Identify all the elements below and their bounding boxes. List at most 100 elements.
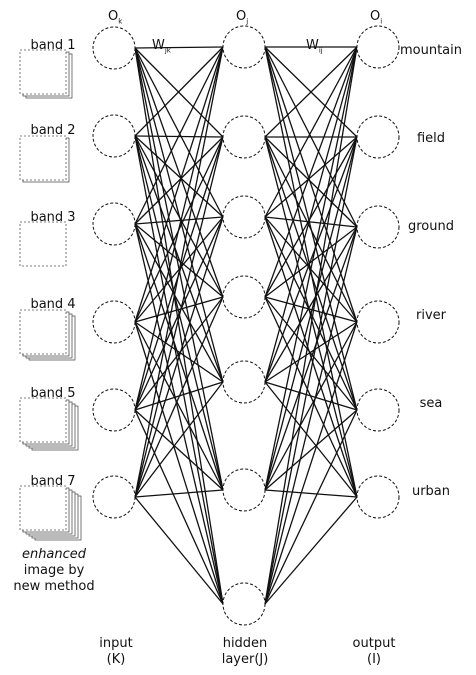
weight-in-text: W: [152, 38, 165, 53]
edge-input-hidden: [134, 135, 224, 218]
edge-input-hidden: [134, 321, 224, 605]
edge-hidden-output: [264, 496, 358, 605]
output-layer-label: output (I): [329, 636, 419, 668]
band-image-stack: [19, 49, 73, 99]
band-image-stack: [19, 485, 82, 541]
edge-input-hidden: [134, 46, 224, 137]
band-image-stack: [19, 221, 67, 267]
edge-hidden-output: [264, 321, 358, 491]
hidden-node: [222, 275, 266, 319]
band-label: band 4: [30, 297, 76, 312]
edge-input-hidden: [134, 216, 224, 411]
edge-hidden-output: [264, 226, 358, 298]
band-thumbnails: [19, 49, 82, 541]
edge-hidden-output: [264, 46, 358, 138]
edge-hidden-output: [264, 381, 358, 411]
output-symbol-text: O: [370, 9, 381, 24]
band-label: band 1: [30, 38, 76, 53]
edge-hidden-output: [264, 136, 358, 383]
band-label: band 2: [30, 123, 76, 138]
caption-line-3: new method: [13, 579, 95, 594]
edge-hidden-output: [264, 226, 358, 605]
edge-input-hidden: [134, 46, 224, 411]
band-image-frame: [19, 221, 67, 267]
input-node-symbol: Ok: [108, 9, 122, 30]
output-class-label: ground: [408, 219, 454, 234]
weight-in-subscript: jk: [164, 46, 171, 55]
output-layer-name: output: [352, 636, 396, 651]
edge-input-hidden: [134, 409, 224, 605]
band-image-frame: [19, 135, 67, 181]
edge-input-hidden: [134, 296, 224, 323]
band-image-stack: [19, 309, 76, 361]
edge-hidden-output: [264, 296, 358, 411]
input-node: [92, 300, 136, 344]
edge-input-hidden: [134, 136, 224, 225]
edge-hidden-output: [264, 381, 358, 498]
edge-hidden-output: [264, 46, 358, 605]
edge-hidden-output: [264, 226, 358, 491]
edge-input-hidden: [134, 223, 224, 605]
hidden-symbol-text: O: [236, 9, 247, 24]
output-node: [356, 388, 400, 432]
edge-input-hidden: [134, 216, 224, 498]
caption-line-1: enhanced: [21, 547, 87, 562]
output-class-label: sea: [419, 396, 443, 411]
output-node: [356, 475, 400, 519]
band-image-frame: [19, 309, 67, 355]
edge-input-hidden: [134, 136, 224, 498]
band-image-frame: [19, 397, 67, 443]
network-nodes: [92, 25, 400, 626]
input-symbol-text: O: [108, 9, 119, 24]
edge-input-hidden: [134, 47, 224, 218]
input-symbol-subscript: k: [118, 17, 123, 26]
output-node-symbol: Oi: [370, 9, 382, 30]
edge-hidden-output: [264, 296, 358, 323]
input-layer-name: input: [99, 636, 133, 651]
hidden-node: [222, 195, 266, 239]
output-class-label: mountain: [399, 43, 462, 58]
output-class-label: urban: [411, 484, 451, 499]
edge-input-hidden: [134, 47, 224, 138]
hidden-node: [222, 115, 266, 159]
band-image-frame: [19, 49, 67, 95]
output-node: [356, 115, 400, 159]
edge-hidden-output: [264, 321, 358, 605]
edge-input-hidden: [134, 46, 224, 323]
edge-hidden-output: [264, 46, 358, 383]
band-label: band 3: [30, 210, 76, 225]
input-node: [92, 26, 136, 70]
edge-hidden-output: [264, 136, 358, 498]
band-label: band 7: [30, 474, 76, 489]
edge-hidden-output: [264, 46, 358, 218]
output-class-label: field: [416, 131, 446, 146]
input-layer-label: input (K): [71, 636, 161, 668]
edge-input-hidden: [134, 381, 224, 498]
edge-input-hidden: [134, 223, 224, 298]
edge-input-hidden: [134, 46, 224, 498]
output-node: [356, 25, 400, 69]
connection-edges: [134, 46, 358, 605]
output-layer-symbol: (I): [367, 652, 381, 667]
edge-input-hidden: [134, 135, 224, 383]
edge-hidden-output: [264, 136, 358, 298]
edge-hidden-output: [264, 296, 358, 498]
edge-input-hidden: [134, 46, 224, 49]
edge-hidden-output: [264, 409, 358, 491]
output-symbol-subscript: i: [380, 17, 383, 26]
input-node: [92, 114, 136, 158]
edge-input-hidden: [134, 496, 224, 605]
output-weight-symbol: Wij: [306, 38, 323, 59]
edge-input-hidden: [134, 47, 224, 298]
edge-input-hidden: [134, 135, 224, 605]
edge-hidden-output: [264, 136, 358, 218]
hidden-layer-symbol: layer(J): [221, 652, 269, 667]
edge-hidden-output: [264, 216, 358, 228]
edge-input-hidden: [134, 296, 224, 411]
edge-input-hidden: [134, 321, 224, 383]
band-image-stack: [19, 135, 70, 183]
hidden-layer-label: hidden layer(J): [200, 636, 290, 668]
input-node: [92, 202, 136, 246]
edge-hidden-output: [264, 136, 358, 491]
